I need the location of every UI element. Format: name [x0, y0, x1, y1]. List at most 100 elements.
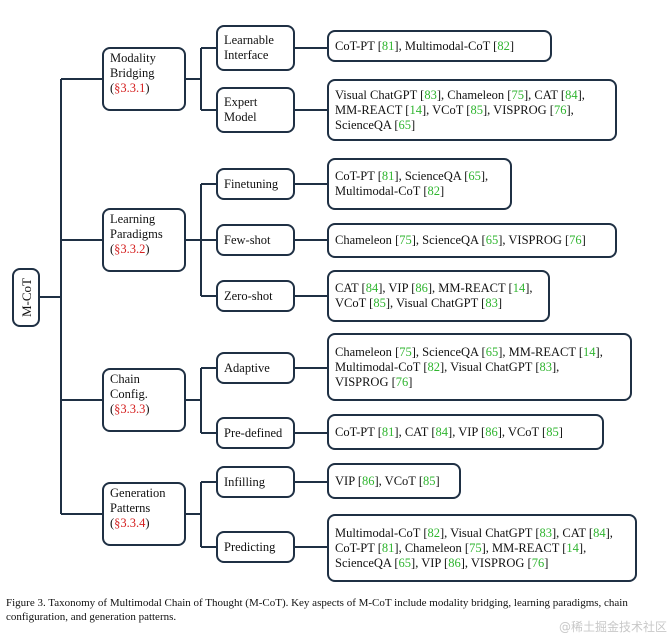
reference-number: 81: [381, 38, 395, 53]
finetuning-node: Finetuning: [216, 168, 295, 200]
section-ref: (§3.3.2): [110, 242, 150, 256]
node-label-line: Generation: [110, 486, 166, 500]
node-label-line: Paradigms: [110, 227, 163, 241]
reference-number: 82: [427, 184, 440, 198]
node-label-line: Modality: [110, 51, 156, 65]
reference-number: 82: [497, 38, 510, 53]
node-label-line: Patterns: [110, 501, 151, 515]
reference-number: 76: [531, 555, 545, 570]
leaf-line: CoT-PT [81], CAT [84], VIP [86], VCoT [8…: [335, 424, 563, 439]
learning-paradigms-node: Learning Paradigms (§3.3.2): [102, 208, 186, 272]
node-label-line: Zero-shot: [224, 288, 273, 303]
node-label-line: Learnable: [224, 33, 274, 47]
adaptive-node: Adaptive: [216, 352, 295, 384]
reference-number: 85: [373, 296, 386, 310]
leaf-line: VISPROG [76]: [335, 374, 413, 389]
section-ref: (§3.3.1): [110, 81, 150, 95]
node-label-line: Predicting: [224, 539, 276, 554]
zero-shot-node: Zero-shot: [216, 280, 295, 312]
reference-number: 75: [399, 344, 412, 359]
node-label-line: Interface: [224, 48, 269, 62]
reference-number: 83: [539, 359, 552, 374]
reference-number: 76: [553, 102, 567, 117]
reference-number: 65: [398, 117, 412, 132]
few-shot-leaf: Chameleon [75], ScienceQA [65], VISPROG …: [327, 223, 617, 258]
node-label-line: Infilling: [224, 474, 265, 489]
reference-number: 85: [546, 424, 559, 439]
predicting-leaf: Multimodal-CoT [82], Visual ChatGPT [83]…: [327, 514, 637, 582]
node-label-line: Adaptive: [224, 360, 270, 375]
leaf-line: Chameleon [75], ScienceQA [65], VISPROG …: [335, 233, 586, 247]
reference-number: 86: [448, 555, 461, 570]
zero-shot-leaf: CAT [84], VIP [86], MM-REACT [14],VCoT […: [327, 270, 550, 322]
infilling-leaf: VIP [86], VCoT [85]: [327, 463, 461, 499]
reference-number: 82: [427, 525, 440, 540]
section-ref: (§3.3.3): [110, 402, 150, 416]
root-label: M-CoT: [18, 278, 34, 317]
node-label-line: Chain: [110, 372, 140, 386]
reference-number: 85: [423, 473, 436, 488]
infilling-node: Infilling: [216, 466, 295, 498]
leaf-line: CoT-PT [81], Multimodal-CoT [82]: [335, 38, 514, 53]
leaf-line: CoT-PT [81], Chameleon [75], MM-REACT [1…: [335, 540, 587, 555]
reference-number: 84: [593, 525, 606, 540]
node-label-line: Finetuning: [224, 176, 279, 191]
section-number: §3.3.2: [114, 242, 146, 256]
node-label-line: Expert: [224, 95, 258, 109]
reference-number: 83: [424, 87, 437, 102]
reference-number: 83: [485, 296, 498, 310]
leaf-line: Chameleon [75], ScienceQA [65], MM-REACT…: [335, 344, 603, 359]
node-label-line: Config.: [110, 387, 148, 401]
reference-number: 81: [381, 424, 395, 439]
reference-number: 86: [415, 281, 428, 295]
reference-number: 75: [399, 233, 412, 247]
leaf-line: Visual ChatGPT [83], Chameleon [75], CAT…: [335, 87, 585, 102]
predicting-node: Predicting: [216, 531, 295, 563]
chain-config-node: Chain Config. (§3.3.3): [102, 368, 186, 432]
leaf-line: ScienceQA [65], VIP [86], VISPROG [76]: [335, 555, 549, 570]
section-number: §3.3.3: [114, 402, 146, 416]
reference-number: 14: [512, 281, 526, 295]
reference-number: 82: [427, 359, 440, 374]
leaf-line: CoT-PT [81], ScienceQA [65],: [335, 169, 489, 183]
modality-bridging-node: Modality Bridging (§3.3.1): [102, 47, 186, 111]
reference-number: 75: [469, 540, 482, 555]
leaf-line: VCoT [85], Visual ChatGPT [83]: [335, 296, 502, 310]
reference-number: 86: [361, 473, 375, 488]
section-number: §3.3.4: [114, 516, 146, 530]
reference-number: 65: [485, 233, 499, 247]
reference-number: 65: [485, 344, 499, 359]
reference-number: 86: [485, 424, 498, 439]
node-label-line: Bridging: [110, 66, 155, 80]
reference-number: 84: [565, 87, 578, 102]
reference-number: 14: [409, 102, 422, 117]
finetuning-leaf: CoT-PT [81], ScienceQA [65],Multimodal-C…: [327, 158, 512, 210]
leaf-line: Multimodal-CoT [82]: [335, 184, 445, 198]
node-label-line: Few-shot: [224, 232, 271, 247]
reference-number: 76: [569, 233, 582, 247]
reference-number: 75: [511, 87, 524, 102]
reference-number: 14: [566, 540, 579, 555]
reference-number: 84: [435, 424, 449, 439]
leaf-line: ScienceQA [65]: [335, 117, 416, 132]
connector-lines: [40, 47, 327, 548]
reference-number: 83: [539, 525, 552, 540]
reference-number: 85: [470, 102, 483, 117]
section-ref: (§3.3.4): [110, 516, 150, 530]
reference-number: 65: [398, 555, 412, 570]
leaf-line: Multimodal-CoT [82], Visual ChatGPT [83]…: [335, 525, 613, 540]
reference-number: 76: [395, 374, 409, 389]
root-node: M-CoT: [12, 268, 40, 327]
generation-patterns-node: Generation Patterns (§3.3.4): [102, 482, 186, 546]
leaf-line: MM-REACT [14], VCoT [85], VISPROG [76],: [335, 102, 574, 117]
node-label-line: Pre-defined: [224, 425, 283, 440]
node-label-line: Learning: [110, 212, 156, 226]
leaf-line: CAT [84], VIP [86], MM-REACT [14],: [335, 281, 533, 295]
learnable-interface-node: Learnable Interface: [216, 25, 295, 71]
reference-number: 81: [381, 540, 395, 555]
expert-model-node: Expert Model: [216, 87, 295, 133]
few-shot-node: Few-shot: [216, 224, 295, 256]
section-number: §3.3.1: [114, 81, 146, 95]
leaf-line: VIP [86], VCoT [85]: [335, 473, 440, 488]
pre-defined-leaf: CoT-PT [81], CAT [84], VIP [86], VCoT [8…: [327, 414, 604, 450]
